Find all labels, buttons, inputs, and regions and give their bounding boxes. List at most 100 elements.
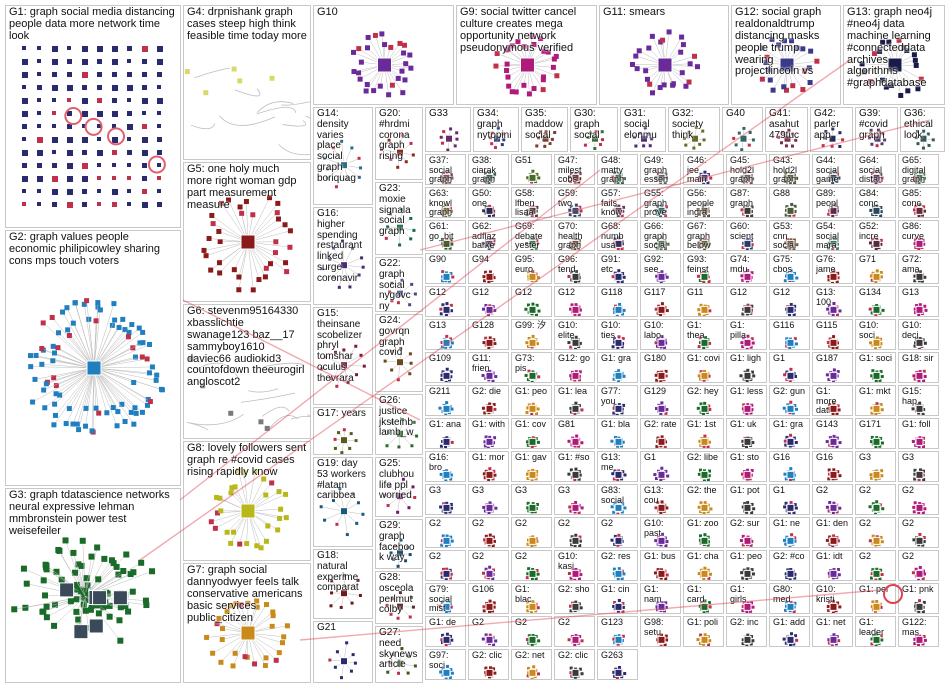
group-box-g7: G7: graph social dannyodwyer feels talk … (183, 563, 311, 683)
graph-node (438, 407, 441, 410)
group-label: G66: graph social (641, 221, 680, 251)
graph-edge (187, 422, 208, 430)
graph-node (924, 639, 927, 642)
group-box-s41: G1: gra (597, 352, 638, 383)
graph-node (82, 202, 87, 207)
graph-node (127, 150, 132, 155)
graph-node (288, 228, 293, 233)
group-box-g23: G23: moxie signala social graph (375, 182, 423, 255)
group-label: G2 (856, 485, 895, 497)
graph-node (870, 274, 873, 277)
graph-node (70, 422, 75, 427)
group-label: G71 (856, 254, 895, 266)
group-label: G12 (469, 287, 508, 299)
graph-node (574, 348, 577, 350)
graph-node (127, 124, 133, 130)
group-box-g27: G27: need skynews article (375, 626, 423, 683)
hub-node (443, 504, 450, 511)
graph-node (243, 654, 248, 659)
group-label: G12: go (555, 353, 594, 365)
group-label: G2 (512, 518, 551, 530)
graph-node (22, 111, 28, 117)
graph-node (350, 432, 353, 435)
group-box-g39: G39: #covid graph (855, 107, 898, 152)
graph-node (790, 303, 793, 306)
graph-node (397, 41, 402, 46)
graph-node (70, 550, 76, 556)
group-box-s102: G10: past (640, 517, 681, 548)
hub-node (873, 537, 880, 544)
group-label: G1: gav (512, 452, 551, 464)
group-box-g58: G58: lfben lisaa (511, 187, 552, 218)
group-box-g6: G6: stevenm95164330 xbasslichtie swanage… (183, 304, 311, 439)
graph-node (527, 567, 530, 570)
graph-node (838, 605, 841, 608)
graph-node (531, 303, 534, 306)
group-box-s107: G2 (855, 517, 896, 548)
graph-node (827, 341, 830, 344)
graph-node (142, 137, 148, 143)
graph-node (97, 59, 102, 64)
graph-node (379, 31, 384, 36)
avatar-node (89, 619, 103, 633)
graph-node (402, 43, 407, 48)
hub-node (615, 372, 622, 379)
group-label: G84: conc (856, 188, 895, 209)
graph-node (120, 568, 126, 574)
group-box-s103: G1: zoo (683, 517, 724, 548)
graph-node (154, 373, 159, 378)
hub-node (572, 306, 579, 313)
graph-node (442, 130, 445, 133)
graph-node (256, 277, 261, 282)
graph-node (789, 578, 792, 581)
graph-node (51, 422, 56, 427)
group-box-s110: G2 (468, 550, 509, 581)
graph-node (740, 539, 743, 542)
graph-node (832, 347, 835, 350)
group-box-s128: G1: girls (726, 583, 767, 614)
group-box-g3: G3: graph tdatascience networks neural e… (5, 488, 181, 683)
hub-node (241, 626, 255, 640)
graph-node (700, 501, 703, 504)
graph-node (217, 260, 222, 265)
graph-node (790, 83, 795, 88)
graph-node (82, 72, 88, 78)
graph-node (336, 650, 339, 653)
graph-node (658, 85, 663, 90)
group-box-s91: G2: the (683, 484, 724, 515)
group-box-s78: G1 (640, 451, 681, 482)
graph-node (489, 600, 492, 603)
graph-node (134, 411, 139, 416)
group-label: G1: girls (727, 584, 766, 605)
group-label: G2 (469, 617, 508, 629)
graph-node (41, 577, 47, 583)
graph-node (11, 606, 17, 612)
graph-node (532, 335, 535, 338)
group-label: G57: fails know (598, 188, 637, 218)
group-box-s98: G2 (468, 517, 509, 548)
graph-node (444, 446, 447, 449)
graph-node (492, 643, 495, 646)
group-label: G21 (314, 622, 372, 635)
graph-node (97, 98, 102, 103)
graph-node (752, 606, 755, 609)
graph-node (37, 176, 43, 182)
group-box-s141: G1: add (769, 616, 810, 647)
graph-node (828, 501, 831, 504)
graph-node (504, 68, 509, 73)
group-box-s7: G93: feinst (683, 253, 724, 284)
group-label: G1: mor (469, 452, 508, 464)
graph-node (149, 568, 155, 574)
graph-node (97, 202, 101, 206)
group-label: G10 (314, 6, 453, 20)
hub-node (486, 537, 493, 544)
graph-node (97, 72, 102, 77)
graph-node (64, 421, 69, 426)
graph-node (104, 410, 109, 415)
group-label: G118 (598, 287, 637, 299)
graph-node (42, 405, 47, 410)
group-label: G30: graph social (571, 108, 617, 142)
group-label: G26: justice jksteinb lamb_w (376, 395, 422, 440)
graph-node (482, 572, 485, 575)
graph-node (789, 434, 792, 437)
